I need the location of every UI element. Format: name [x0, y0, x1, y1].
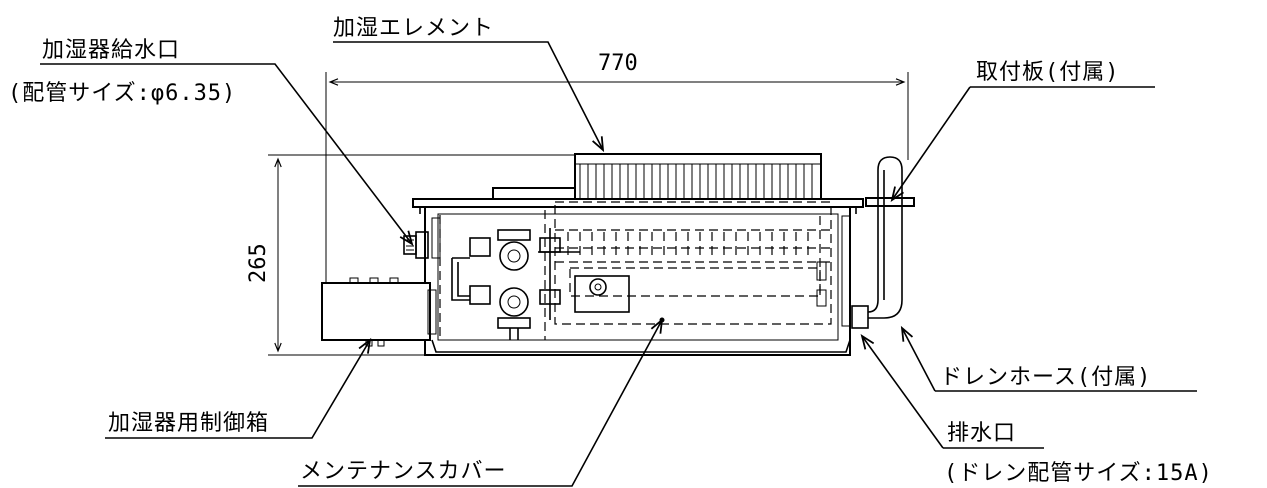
label-mounting-plate: 取付板(付属) [976, 60, 1120, 85]
height-dimension: 265 [246, 154, 600, 356]
width-dimension: 770 [325, 51, 909, 290]
label-maintenance-cover: メンテナンスカバー [300, 459, 507, 484]
height-value: 265 [246, 243, 271, 283]
label-humidifier-element: 加湿エレメント [333, 16, 494, 41]
label-water-supply-inlet: 加湿器給水口 [42, 38, 180, 63]
leader-lines [40, 41, 1197, 487]
valve-assembly [451, 228, 630, 340]
width-value: 770 [598, 51, 638, 76]
label-drain-hose: ドレンホース(付属) [940, 365, 1151, 390]
label-water-supply-spec: (配管サイズ:φ6.35) [8, 81, 236, 106]
humidifier-element [492, 153, 822, 201]
label-control-box: 加湿器用制御箱 [108, 411, 269, 436]
drain-hose [851, 156, 903, 329]
control-box [321, 277, 437, 347]
label-drain-spec: (ドレン配管サイズ:15A) [944, 461, 1213, 486]
main-body [424, 201, 851, 356]
label-drain-outlet: 排水口 [947, 421, 1016, 446]
